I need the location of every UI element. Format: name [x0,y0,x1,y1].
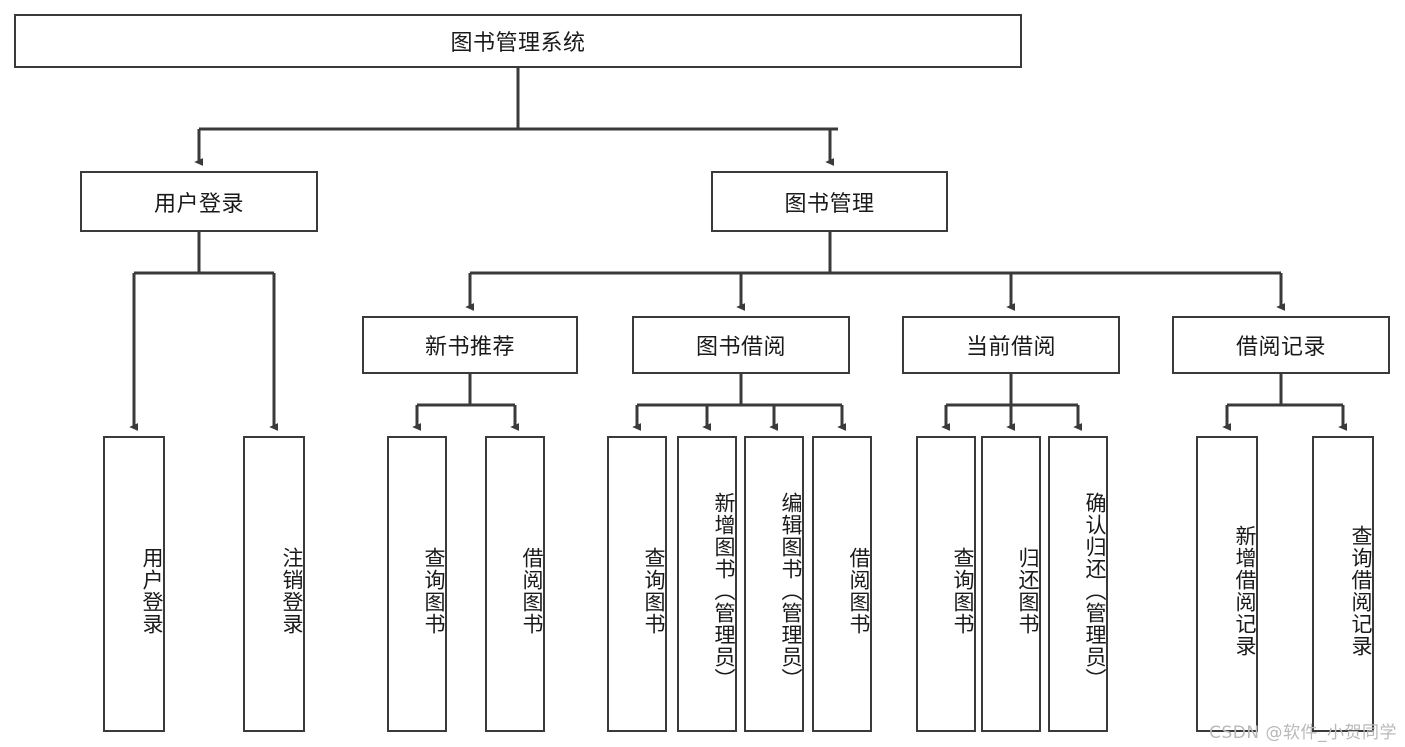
leaf-record-add-record[interactable]: 新增借阅记录 [1196,436,1258,732]
node-label: 新增图书（管理员） [712,492,736,690]
node-root-system[interactable]: 图书管理系统 [14,14,1022,68]
node-label: 用户登录 [153,191,244,217]
node-label: 确认归还（管理员） [1083,492,1107,690]
node-label: 借阅记录 [1235,335,1326,360]
node-label: 查询图书 [422,547,446,635]
leaf-user-login-signin[interactable]: 用户登录 [103,436,165,732]
node-label: 用户登录 [140,547,164,635]
node-label: 注销登录 [280,547,304,635]
node-label: 新增借阅记录 [1233,525,1257,657]
node-current-borrow[interactable]: 当前借阅 [902,316,1120,374]
node-book-borrow[interactable]: 图书借阅 [632,316,850,374]
leaf-record-query-record[interactable]: 查询借阅记录 [1312,436,1374,732]
node-label: 查询借阅记录 [1349,525,1373,657]
node-label: 新书推荐 [424,335,515,360]
node-label: 借阅图书 [520,547,544,635]
node-label: 借阅图书 [847,547,871,635]
node-label: 查询图书 [642,547,666,635]
leaf-borrow-borrow-book[interactable]: 借阅图书 [812,436,872,732]
node-label: 编辑图书（管理员） [779,492,803,690]
watermark-text: CSDN @软件_小贺同学 [1209,723,1397,743]
leaf-borrow-edit-book-admin[interactable]: 编辑图书（管理员） [744,436,804,732]
node-user-login[interactable]: 用户登录 [80,171,318,232]
node-book-management[interactable]: 图书管理 [711,171,948,232]
node-label: 图书管理 [784,191,875,217]
leaf-recommend-borrow-book[interactable]: 借阅图书 [485,436,545,732]
node-label: 归还图书 [1016,547,1040,635]
leaf-current-query-book[interactable]: 查询图书 [916,436,976,732]
leaf-current-confirm-return-admin[interactable]: 确认归还（管理员） [1048,436,1108,732]
leaf-current-return-book[interactable]: 归还图书 [981,436,1041,732]
node-label: 图书管理系统 [450,31,586,56]
node-label: 查询图书 [951,547,975,635]
node-new-book-recommend[interactable]: 新书推荐 [362,316,578,374]
leaf-recommend-query-book[interactable]: 查询图书 [387,436,447,732]
leaf-borrow-query-book[interactable]: 查询图书 [607,436,667,732]
leaf-user-login-signout[interactable]: 注销登录 [243,436,305,732]
node-borrow-record[interactable]: 借阅记录 [1172,316,1390,374]
node-label: 图书借阅 [695,335,786,360]
leaf-borrow-add-book-admin[interactable]: 新增图书（管理员） [677,436,737,732]
node-label: 当前借阅 [965,335,1056,360]
